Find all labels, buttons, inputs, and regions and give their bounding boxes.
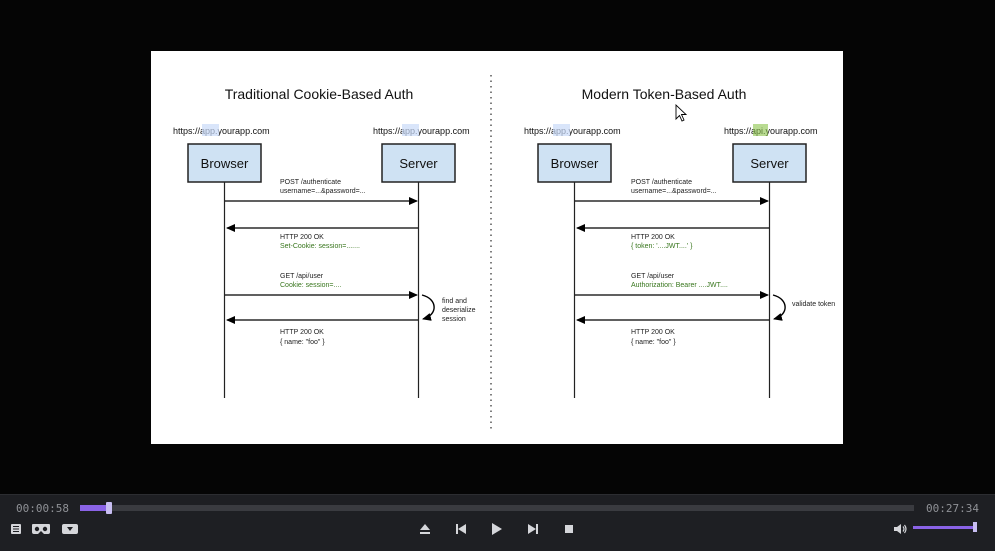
left-server-label: Server xyxy=(399,156,438,171)
previous-icon xyxy=(456,524,466,534)
total-time: 00:27:34 xyxy=(926,502,979,515)
left-msg4-line1: HTTP 200 OK xyxy=(280,329,324,336)
right-msg2-line1: HTTP 200 OK xyxy=(631,234,675,241)
player-controls: 00:00:58 00:27:34 xyxy=(0,494,995,551)
seek-handle[interactable] xyxy=(106,502,113,514)
right-server-url: https://api.yourapp.com xyxy=(724,126,818,136)
left-msg2-line2: Set-Cookie: session=....... xyxy=(280,243,360,250)
next-icon xyxy=(528,524,538,534)
right-browser-url-highlight xyxy=(553,124,570,136)
token-auth-diagram: Modern Token-Based Auth https://app.your… xyxy=(524,86,835,398)
volume-slider[interactable] xyxy=(913,522,978,532)
left-msg4-line2: { name: "foo" } xyxy=(280,339,325,346)
left-msg1-line1: POST /authenticate xyxy=(280,179,341,186)
left-note-line3: session xyxy=(442,316,466,323)
download-icon xyxy=(62,524,78,534)
right-msg2-line2: { token: '....JWT....' } xyxy=(631,243,693,250)
left-msg3-line1: GET /api/user xyxy=(280,273,324,280)
left-msg3-line2: Cookie: session=.... xyxy=(280,282,341,289)
left-server-url-highlight xyxy=(402,124,419,136)
slide: Traditional Cookie-Based Auth https://ap… xyxy=(151,51,843,444)
seek-bar[interactable] xyxy=(80,502,914,514)
right-msg1-line2: username=...&password=... xyxy=(631,188,717,195)
seek-bar-progress xyxy=(80,505,110,511)
left-msg2-line1: HTTP 200 OK xyxy=(280,234,324,241)
left-note-line2: deserialize xyxy=(442,307,476,314)
left-msg1-line2: username=...&password=... xyxy=(280,188,366,195)
playlist-button[interactable] xyxy=(5,518,27,540)
volume-button[interactable] xyxy=(889,518,911,540)
right-msg1-line1: POST /authenticate xyxy=(631,179,692,186)
left-server-box xyxy=(381,143,456,183)
play-icon xyxy=(492,523,502,535)
left-self-loop xyxy=(421,294,435,321)
right-browser-url: https://app.yourapp.com xyxy=(524,126,621,136)
left-browser-url: https://app.yourapp.com xyxy=(173,126,270,136)
left-browser-label: Browser xyxy=(201,156,249,171)
cookie-auth-diagram: Traditional Cookie-Based Auth https://ap… xyxy=(173,86,476,398)
stop-icon xyxy=(565,525,573,533)
mouse-cursor-icon xyxy=(675,103,688,122)
right-note-line1: validate token xyxy=(792,301,835,308)
eject-icon xyxy=(420,524,430,534)
right-browser-label: Browser xyxy=(551,156,599,171)
right-browser-box xyxy=(537,143,612,183)
diagram: Traditional Cookie-Based Auth https://ap… xyxy=(173,75,835,429)
vr-icon xyxy=(32,524,50,534)
left-server-url: https://app.yourapp.com xyxy=(373,126,470,136)
right-self-loop xyxy=(772,294,786,321)
right-msg4-line1: HTTP 200 OK xyxy=(631,329,675,336)
left-note-line1: find and xyxy=(442,298,467,305)
right-server-url-highlight xyxy=(753,124,768,136)
right-msg4-line2: { name: "foo" } xyxy=(631,339,676,346)
vr-button[interactable] xyxy=(30,518,52,540)
current-time: 00:00:58 xyxy=(16,502,69,515)
volume-handle[interactable] xyxy=(973,522,978,532)
video-area[interactable]: Traditional Cookie-Based Auth https://ap… xyxy=(0,0,995,494)
next-button[interactable] xyxy=(522,518,544,540)
left-browser-url-highlight xyxy=(202,124,219,136)
right-msg3-line2: Authorization: Bearer ....JWT.... xyxy=(631,282,728,289)
right-title: Modern Token-Based Auth xyxy=(582,86,747,102)
eject-button[interactable] xyxy=(414,518,436,540)
play-button[interactable] xyxy=(486,518,508,540)
stop-button[interactable] xyxy=(558,518,580,540)
download-button[interactable] xyxy=(59,518,81,540)
right-server-label: Server xyxy=(750,156,789,171)
volume-level xyxy=(913,526,976,529)
playlist-icon xyxy=(11,524,21,534)
left-title: Traditional Cookie-Based Auth xyxy=(225,86,414,102)
right-msg3-line1: GET /api/user xyxy=(631,273,675,280)
previous-button[interactable] xyxy=(450,518,472,540)
right-server-box xyxy=(732,143,807,183)
volume-icon xyxy=(894,524,907,534)
